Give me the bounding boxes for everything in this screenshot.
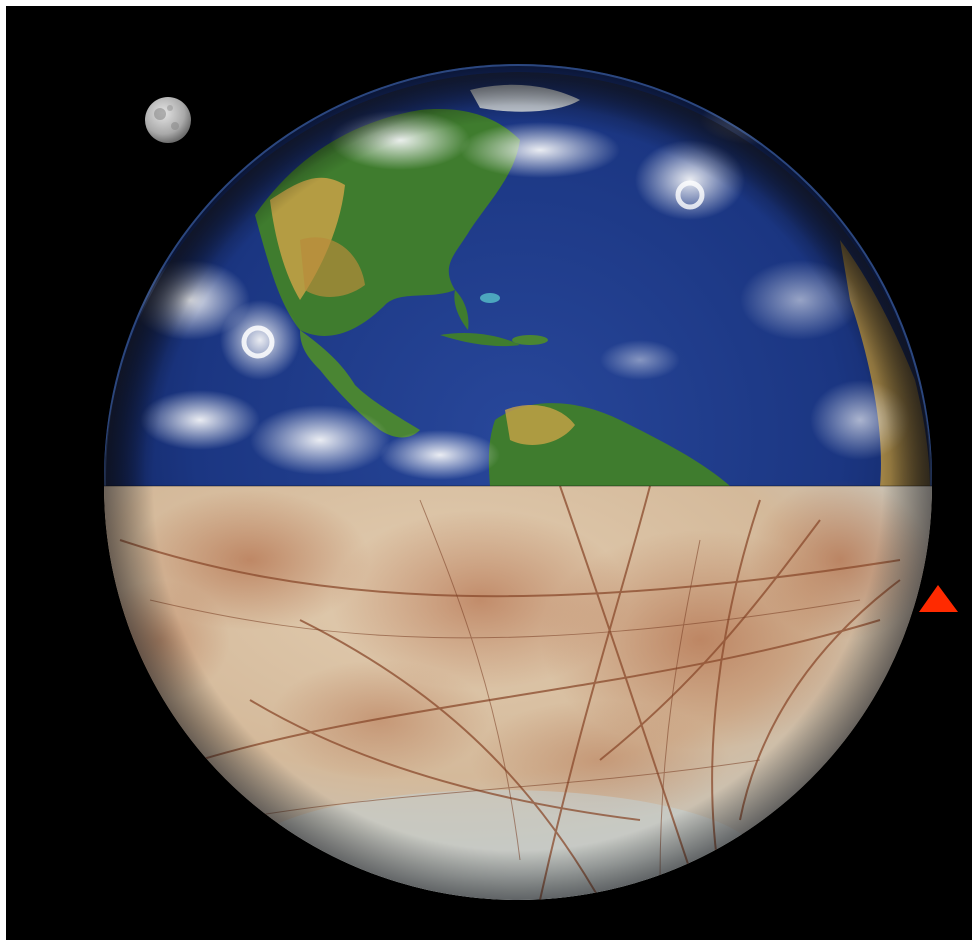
red-triangle-marker-icon — [919, 585, 958, 612]
moon-image — [145, 97, 191, 143]
